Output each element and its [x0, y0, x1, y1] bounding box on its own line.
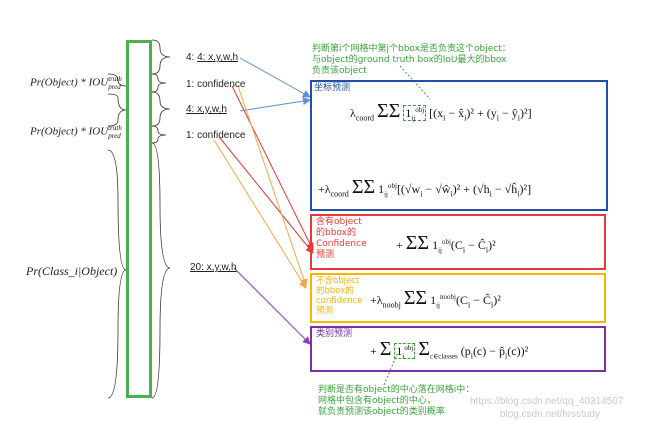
seg-brace-4	[151, 125, 167, 144]
formula-coord-wh: +λcoord ΣΣ 1ijobj[(√wi − √ŵi)² + (√hi − …	[318, 176, 532, 199]
class-prob-label: Pr(Class_i|Object)	[26, 264, 118, 278]
formula-noobj-conf: +λnoobj ΣΣ 1ijnoobj(Ci − Ĉi)²	[370, 287, 501, 310]
left-bracket-1	[107, 73, 127, 87]
noobj-confidence-title: 不含object 的bbox的 confidence 预测	[316, 276, 363, 316]
left-bracket-3	[107, 149, 127, 399]
formula-coord-xy: λcoord ΣΣ 1ijobj [(xi − x̂i)² + (yi − ŷi…	[350, 100, 532, 123]
watermark-line-2: blog.csdn.net/hrsstudy	[500, 409, 601, 420]
obj-confidence-box	[310, 214, 606, 270]
obj-confidence-title: 含有object 的bbox的 Confidence 预测	[316, 217, 367, 260]
noobj-confidence-box	[310, 273, 606, 323]
seg-brace-1	[151, 39, 171, 75]
formula-class: + Σ 1iobj Σc∈classes (pi(c) − p̂i(c))²	[370, 338, 529, 361]
seg-label-4: 1: confidence	[186, 130, 246, 141]
seg-label-1: 4: 4: x,y,w,h	[186, 52, 239, 63]
seg-brace-5	[151, 142, 171, 399]
seg-brace-3	[151, 91, 171, 127]
seg-label-3: 4: x,y,w,h	[186, 104, 227, 115]
seg-label-2: 1: confidence	[186, 79, 246, 90]
coord-box	[310, 80, 608, 211]
coord-title: 坐标预测	[314, 83, 351, 93]
class-box	[310, 326, 606, 372]
output-vector-bar	[126, 40, 152, 398]
formula-obj-conf: + ΣΣ 1ijobj(Ci − Ĉi)²	[396, 232, 496, 255]
seg-brace-2	[151, 73, 167, 93]
bottom-note: 判断是否有object的中心落在网格i中： 网格中包含有object的中心， 就…	[318, 385, 475, 417]
watermark-line-1: https://blog.csdn.net/qq_40314507	[470, 396, 624, 407]
seg-label-5: 20: x,y,w,h	[190, 262, 237, 273]
left-bracket-2	[107, 93, 127, 127]
class-title: 类别预测	[316, 329, 353, 339]
top-note: 判断第i个网格中第j个bbox是否负责这个object： 与object的gro…	[312, 44, 511, 76]
